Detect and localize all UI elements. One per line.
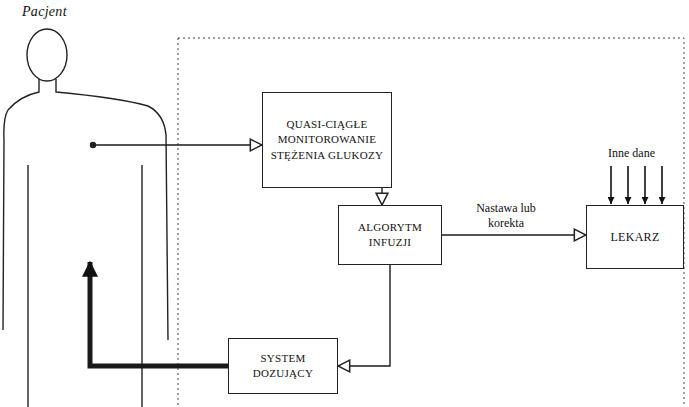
flow-arrow — [442, 234, 586, 235]
algorithm-box: ALGORYTM INFUZJI — [338, 205, 442, 265]
input-label: Inne dane — [606, 146, 657, 161]
dosing-box: SYSTEM DOZUJĄCY — [228, 338, 338, 394]
box-text: LEKARZ — [610, 229, 659, 246]
flow-arrow — [338, 265, 390, 366]
patient-figure-node: Pacjent — [0, 0, 172, 407]
system-boundary — [178, 38, 684, 407]
box-text: ALGORYTM INFUZJI — [345, 220, 435, 251]
flow-arrow — [381, 188, 382, 205]
box-text: QUASI-CIĄGŁE MONITOROWANIE STĘŻENIA GLUK… — [269, 117, 385, 163]
monitoring-box: QUASI-CIĄGŁE MONITOROWANIE STĘŻENIA GLUK… — [262, 92, 392, 188]
doctor-box: LEKARZ — [586, 205, 684, 269]
feedback-arrow — [90, 262, 228, 366]
box-text: SYSTEM DOZUJĄCY — [235, 351, 331, 382]
flow-arrow — [93, 144, 262, 145]
edge-label: Nastawa lub korekta — [462, 201, 550, 231]
patient-figure — [3, 29, 168, 407]
input-arrows — [611, 166, 662, 204]
figure-label: Pacjent — [22, 2, 67, 22]
